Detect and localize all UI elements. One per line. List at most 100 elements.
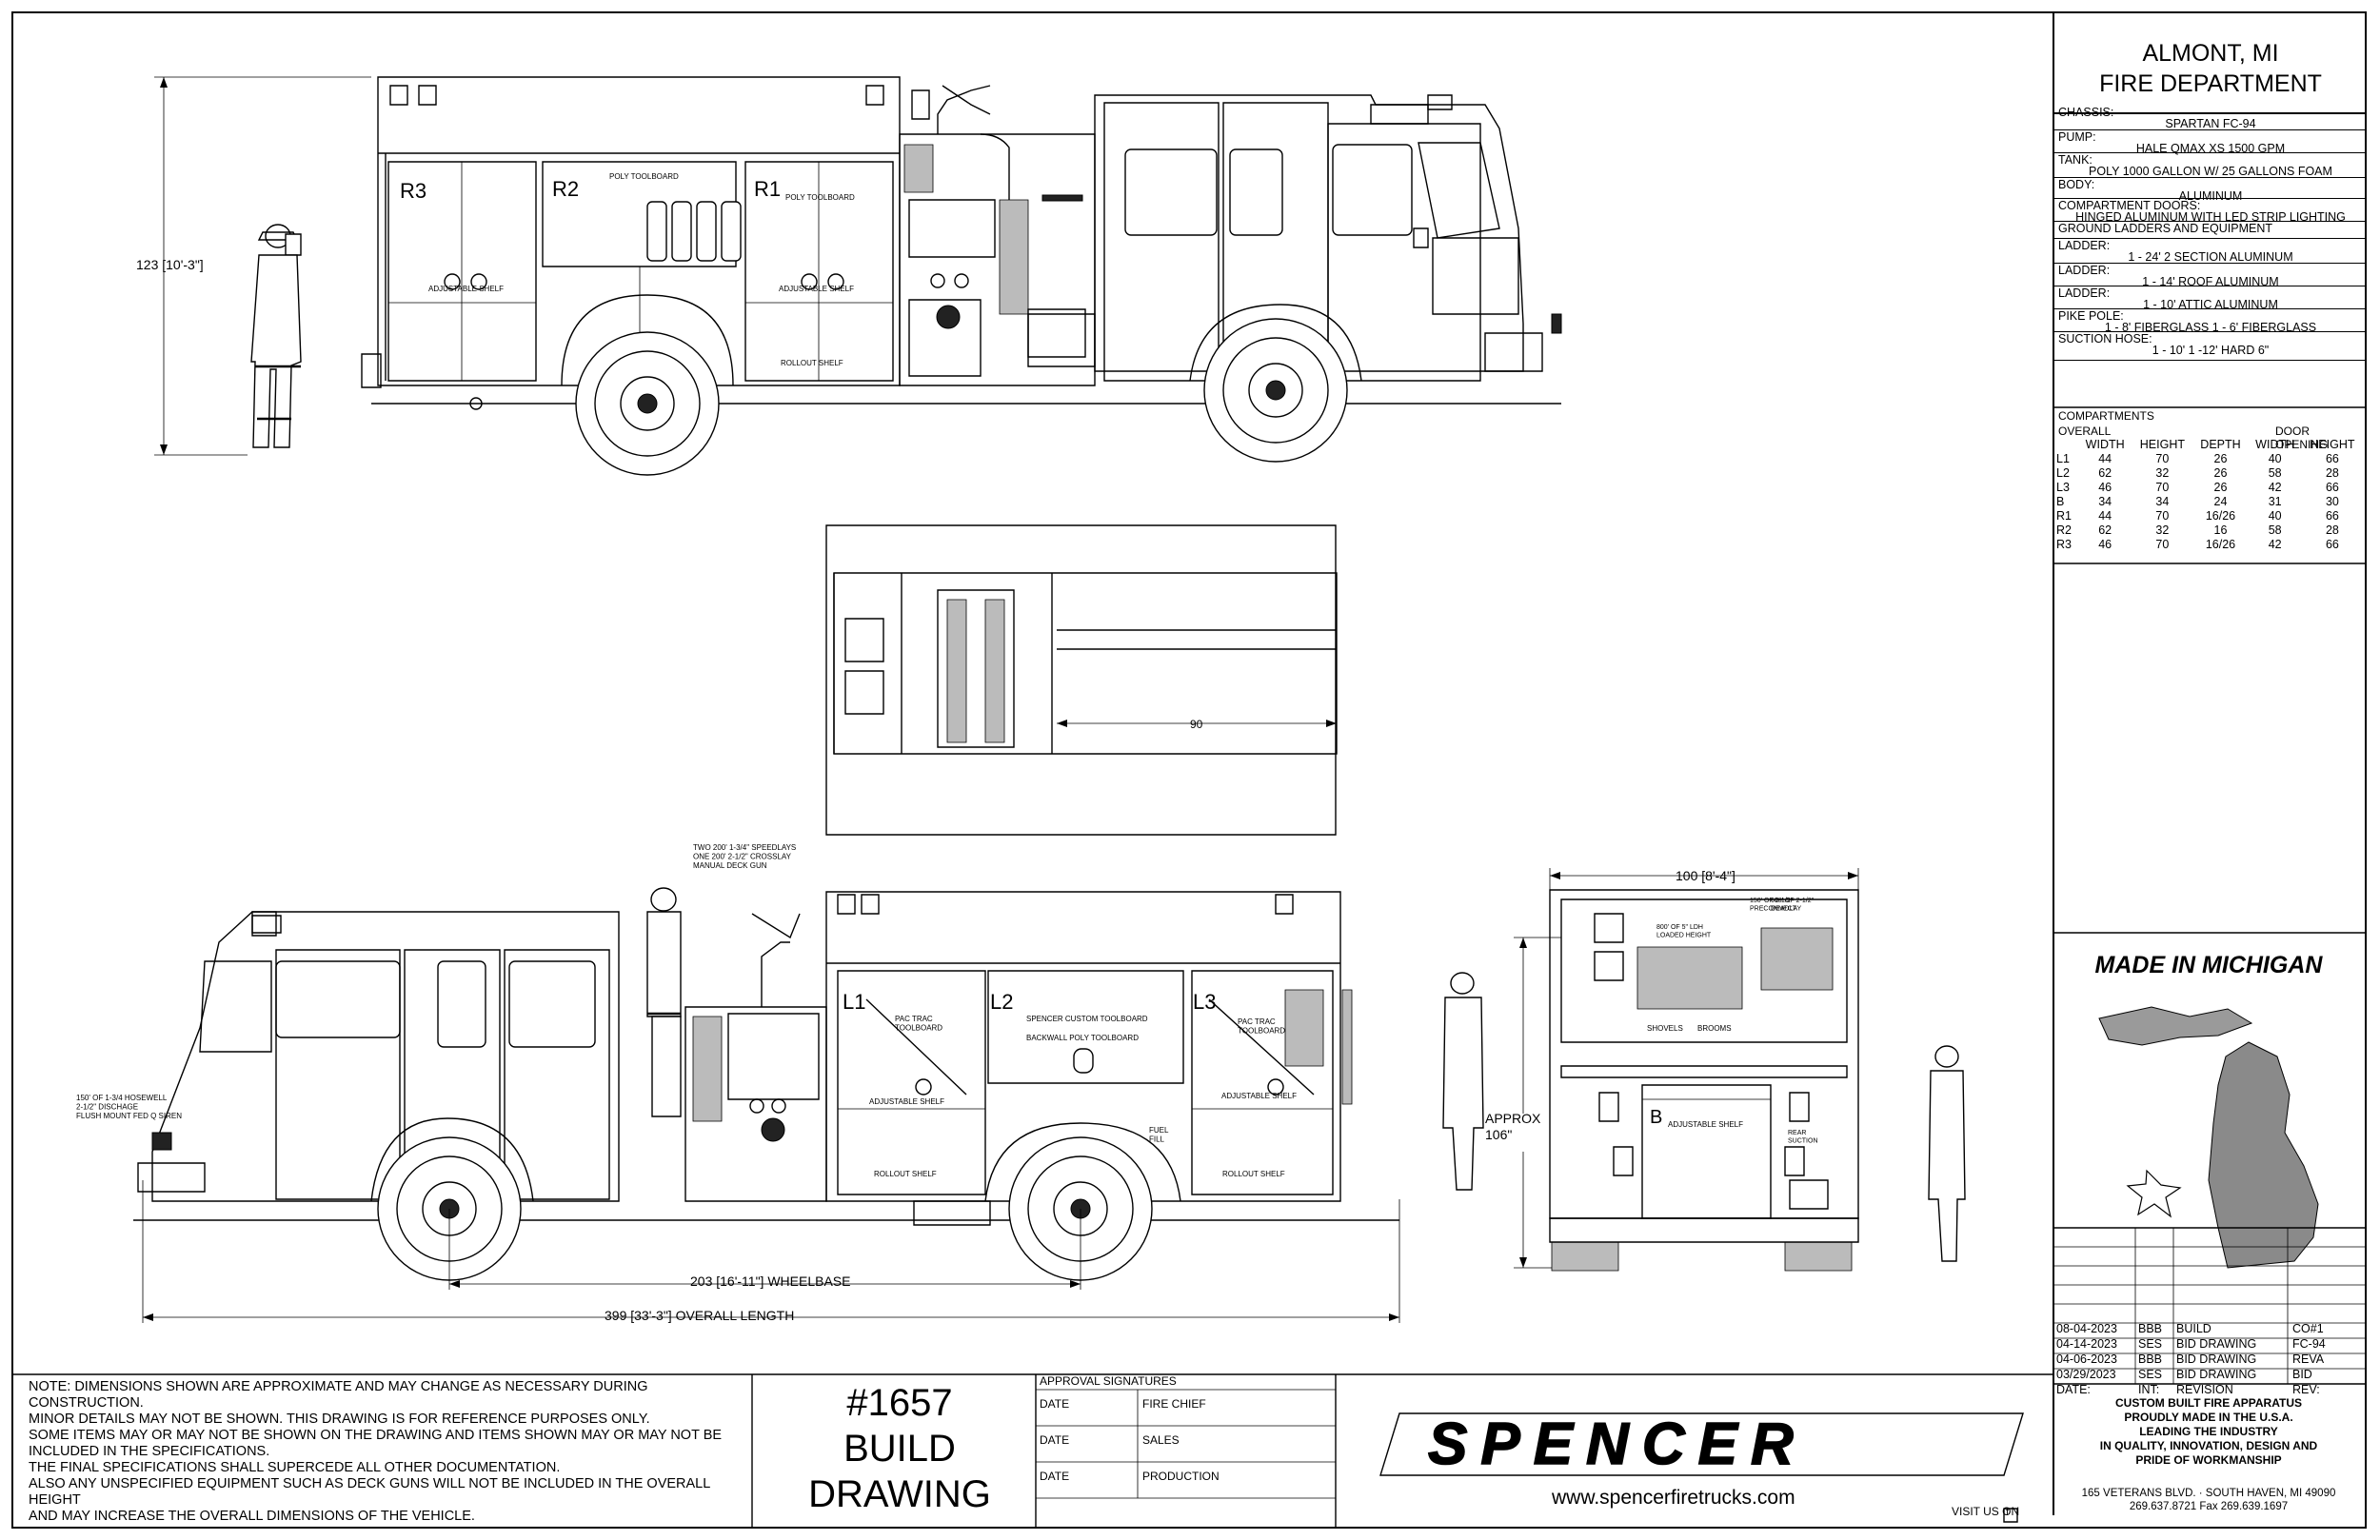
note-line: INCLUDED IN THE SPECIFICATIONS. [29, 1444, 270, 1459]
revision-cell: BID DRAWING [2176, 1337, 2257, 1351]
note-line: AND MAY INCREASE THE OVERALL DIMENSIONS … [29, 1509, 475, 1524]
rear-wheel-right-view [562, 295, 733, 475]
build-number: #1657 [846, 1382, 953, 1424]
revision-cell: REV: [2292, 1383, 2320, 1396]
spec-row: LADDER: 1 - 24' 2 SECTION ALUMINUM [2054, 238, 2367, 264]
rear-view [1443, 868, 1965, 1271]
spencer-logo: SPENCER [1380, 1411, 2023, 1478]
spec-key: CHASSIS: [2058, 106, 2114, 119]
revision-cell: 03/29/2023 [2056, 1368, 2116, 1381]
table-cell: 70 [2155, 537, 2170, 551]
drawing-label: B [1650, 1107, 1662, 1128]
spec-key: TANK: [2058, 153, 2092, 167]
column-header: DEPTH [2200, 437, 2241, 451]
table-cell: 66 [2325, 508, 2339, 523]
table-cell: 26 [2213, 451, 2228, 465]
spec-value: 1 - 10' 1 -12' HARD 6" [2152, 344, 2270, 357]
table-cell: 62 [2098, 465, 2112, 480]
column-header [2054, 437, 2078, 451]
drawing-label: BACKWALL POLY TOOLBOARD [1026, 1034, 1139, 1042]
drawing-label: ADJUSTABLE SHELF [428, 285, 504, 293]
revision-cell: SES [2138, 1337, 2163, 1351]
spec-key: PIKE POLE: [2058, 309, 2124, 323]
facebook-icon[interactable]: f [2006, 1507, 2010, 1518]
drawing-label: ROLLOUT SHELF [874, 1170, 937, 1178]
drawing-label: ROLLOUT SHELF [1222, 1170, 1285, 1178]
table-cell: B [2056, 494, 2065, 508]
spec-key: LADDER: [2058, 239, 2111, 252]
spec-value: HALE QMAX XS 1500 GPM [2135, 142, 2286, 155]
table-header: WIDTH HEIGHT DEPTH WIDTH HEIGHT [2054, 437, 2363, 451]
title-block: ALMONT, MI FIRE DEPARTMENT [2053, 13, 2367, 1515]
spec-row: CHASSIS:SPARTAN FC-94 [2054, 105, 2367, 130]
revision-cell: INT: [2138, 1383, 2160, 1396]
michigan-map [2099, 1007, 2318, 1268]
spec-value: 1 - 24' 2 SECTION ALUMINUM [2128, 250, 2293, 264]
spec-value: 1 - 14' ROOF ALUMINUM [2142, 275, 2279, 288]
website-link[interactable]: www.spencerfiretrucks.com [1552, 1487, 1795, 1509]
tagline-line: CUSTOM BUILT FIRE APPARATUS [2115, 1396, 2302, 1410]
column-header: HEIGHT [2139, 437, 2185, 451]
spec-value: 1 - 8' FIBERGLASS 1 - 6' FIBERGLASS [2104, 321, 2317, 334]
drawing-label: 100 [8'-4"] [1676, 868, 1735, 883]
tagline-line: PRIDE OF WORKMANSHIP [2135, 1453, 2282, 1467]
spec-key: LADDER: [2058, 286, 2111, 300]
drawing-label: ADJUSTABLE SHELF [1221, 1092, 1297, 1100]
table-cell: 28 [2325, 465, 2339, 480]
table-cell: 32 [2155, 465, 2170, 480]
drawing-label: ROLLOUT SHELF [781, 359, 843, 367]
made-in-michigan: MADE IN MICHIGAN [2094, 952, 2323, 978]
spec-row: PIKE POLE:1 - 8' FIBERGLASS 1 - 6' FIBER… [2054, 308, 2367, 334]
company-address: 165 VETERANS BLVD. · SOUTH HAVEN, MI 490… [2081, 1488, 2336, 1512]
table-cell: 44 [2098, 508, 2112, 523]
spec-value: 1 - 10' ATTIC ALUMINUM [2143, 298, 2278, 311]
spec-row: SUCTION HOSE:1 - 10' 1 -12' HARD 6" [2054, 331, 2367, 361]
tagline-line: IN QUALITY, INNOVATION, DESIGN AND [2099, 1439, 2318, 1452]
overall-group: OVERALL [2058, 424, 2112, 438]
drawing-label: SHOVELS [1647, 1024, 1683, 1033]
visit-us-label: VISIT US ON [1952, 1505, 2020, 1518]
drawing-label: 399 [33'-3"] OVERALL LENGTH [605, 1308, 794, 1323]
drawing-border [11, 11, 2367, 1529]
spec-value: HINGED ALUMINUM WITH LED STRIP LIGHTING [2075, 210, 2346, 224]
table-cell: L1 [2056, 451, 2070, 465]
drawing-label: 150' OF 2-1/2"PRECONNECT [1750, 898, 1797, 912]
table-cell: 44 [2098, 451, 2112, 465]
cab-left-view [138, 912, 619, 1201]
table-cell: 70 [2155, 451, 2170, 465]
note-line: MINOR DETAILS MAY NOT BE SHOWN. THIS DRA… [29, 1412, 650, 1427]
tagline-line: PROUDLY MADE IN THE U.S.A. [2124, 1411, 2293, 1424]
column-header: HEIGHT [2310, 437, 2355, 451]
drawing-label: 123 [10'-3"] [136, 257, 204, 272]
top-view [826, 525, 1337, 835]
table-cell: 30 [2325, 494, 2339, 508]
spec-row: BODY:ALUMINUM [2054, 177, 2367, 203]
table-cell: R1 [2056, 508, 2072, 523]
column-header: WIDTH [2085, 437, 2125, 451]
table-cell: L2 [2056, 465, 2070, 480]
table-cell: R3 [2056, 537, 2072, 551]
firefighter-rear-left [1443, 973, 1483, 1190]
table-cell: 32 [2155, 523, 2170, 537]
build-line2: BUILD [843, 1428, 956, 1470]
table-cell: 34 [2098, 494, 2112, 508]
column-header: WIDTH [2255, 437, 2295, 451]
revision-cell: BUILD [2176, 1322, 2211, 1335]
table-cell: 26 [2213, 480, 2228, 494]
table-cell: 16/26 [2205, 537, 2236, 551]
table-cell: 42 [2268, 480, 2282, 494]
table-cell: L3 [2056, 480, 2070, 494]
drawing-label: POLY TOOLBOARD [785, 193, 855, 202]
revision-cell: FC-94 [2292, 1337, 2326, 1351]
